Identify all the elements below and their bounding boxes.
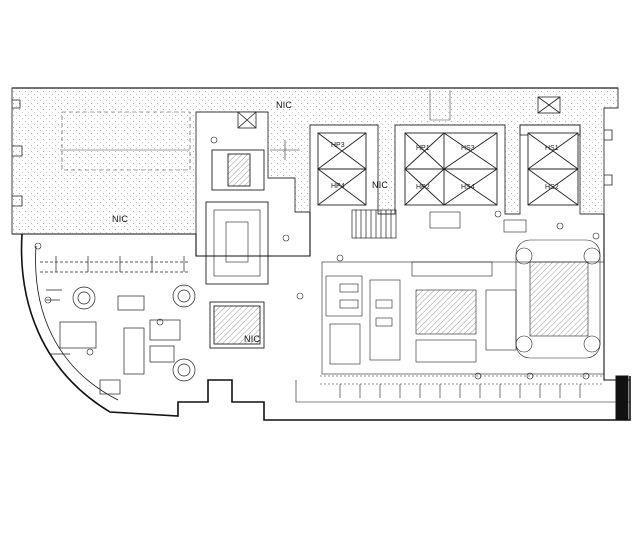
shaft-label-hs4: HS4 xyxy=(461,184,475,191)
shaft-label-hs1: HS1 xyxy=(545,145,559,152)
label-nic-top: NIC xyxy=(276,100,293,110)
shaft-label-hs2: HS2 xyxy=(545,184,559,191)
nic-zone xyxy=(11,87,619,235)
shaft-label-hs3: HS3 xyxy=(461,145,475,152)
shaft-label-hp1: HP1 xyxy=(416,145,430,152)
shaft-group-right xyxy=(527,132,579,206)
shaft-label-hp4: HP4 xyxy=(331,183,345,190)
shaft-group-left xyxy=(317,132,367,206)
floor-outline xyxy=(12,212,631,421)
label-nic-core: NIC xyxy=(244,334,261,344)
shaft-label-hp2: HP2 xyxy=(416,184,430,191)
shaft-label-hp3: HP3 xyxy=(331,142,345,149)
label-nic-mid: NIC xyxy=(372,180,389,190)
dining-area xyxy=(320,211,605,398)
column-markers xyxy=(34,136,600,380)
left-wing-furniture xyxy=(40,256,196,395)
shaft-group-mid xyxy=(404,132,498,206)
stair xyxy=(351,209,397,239)
core-area xyxy=(205,140,300,349)
label-nic-left: NIC xyxy=(112,214,129,224)
